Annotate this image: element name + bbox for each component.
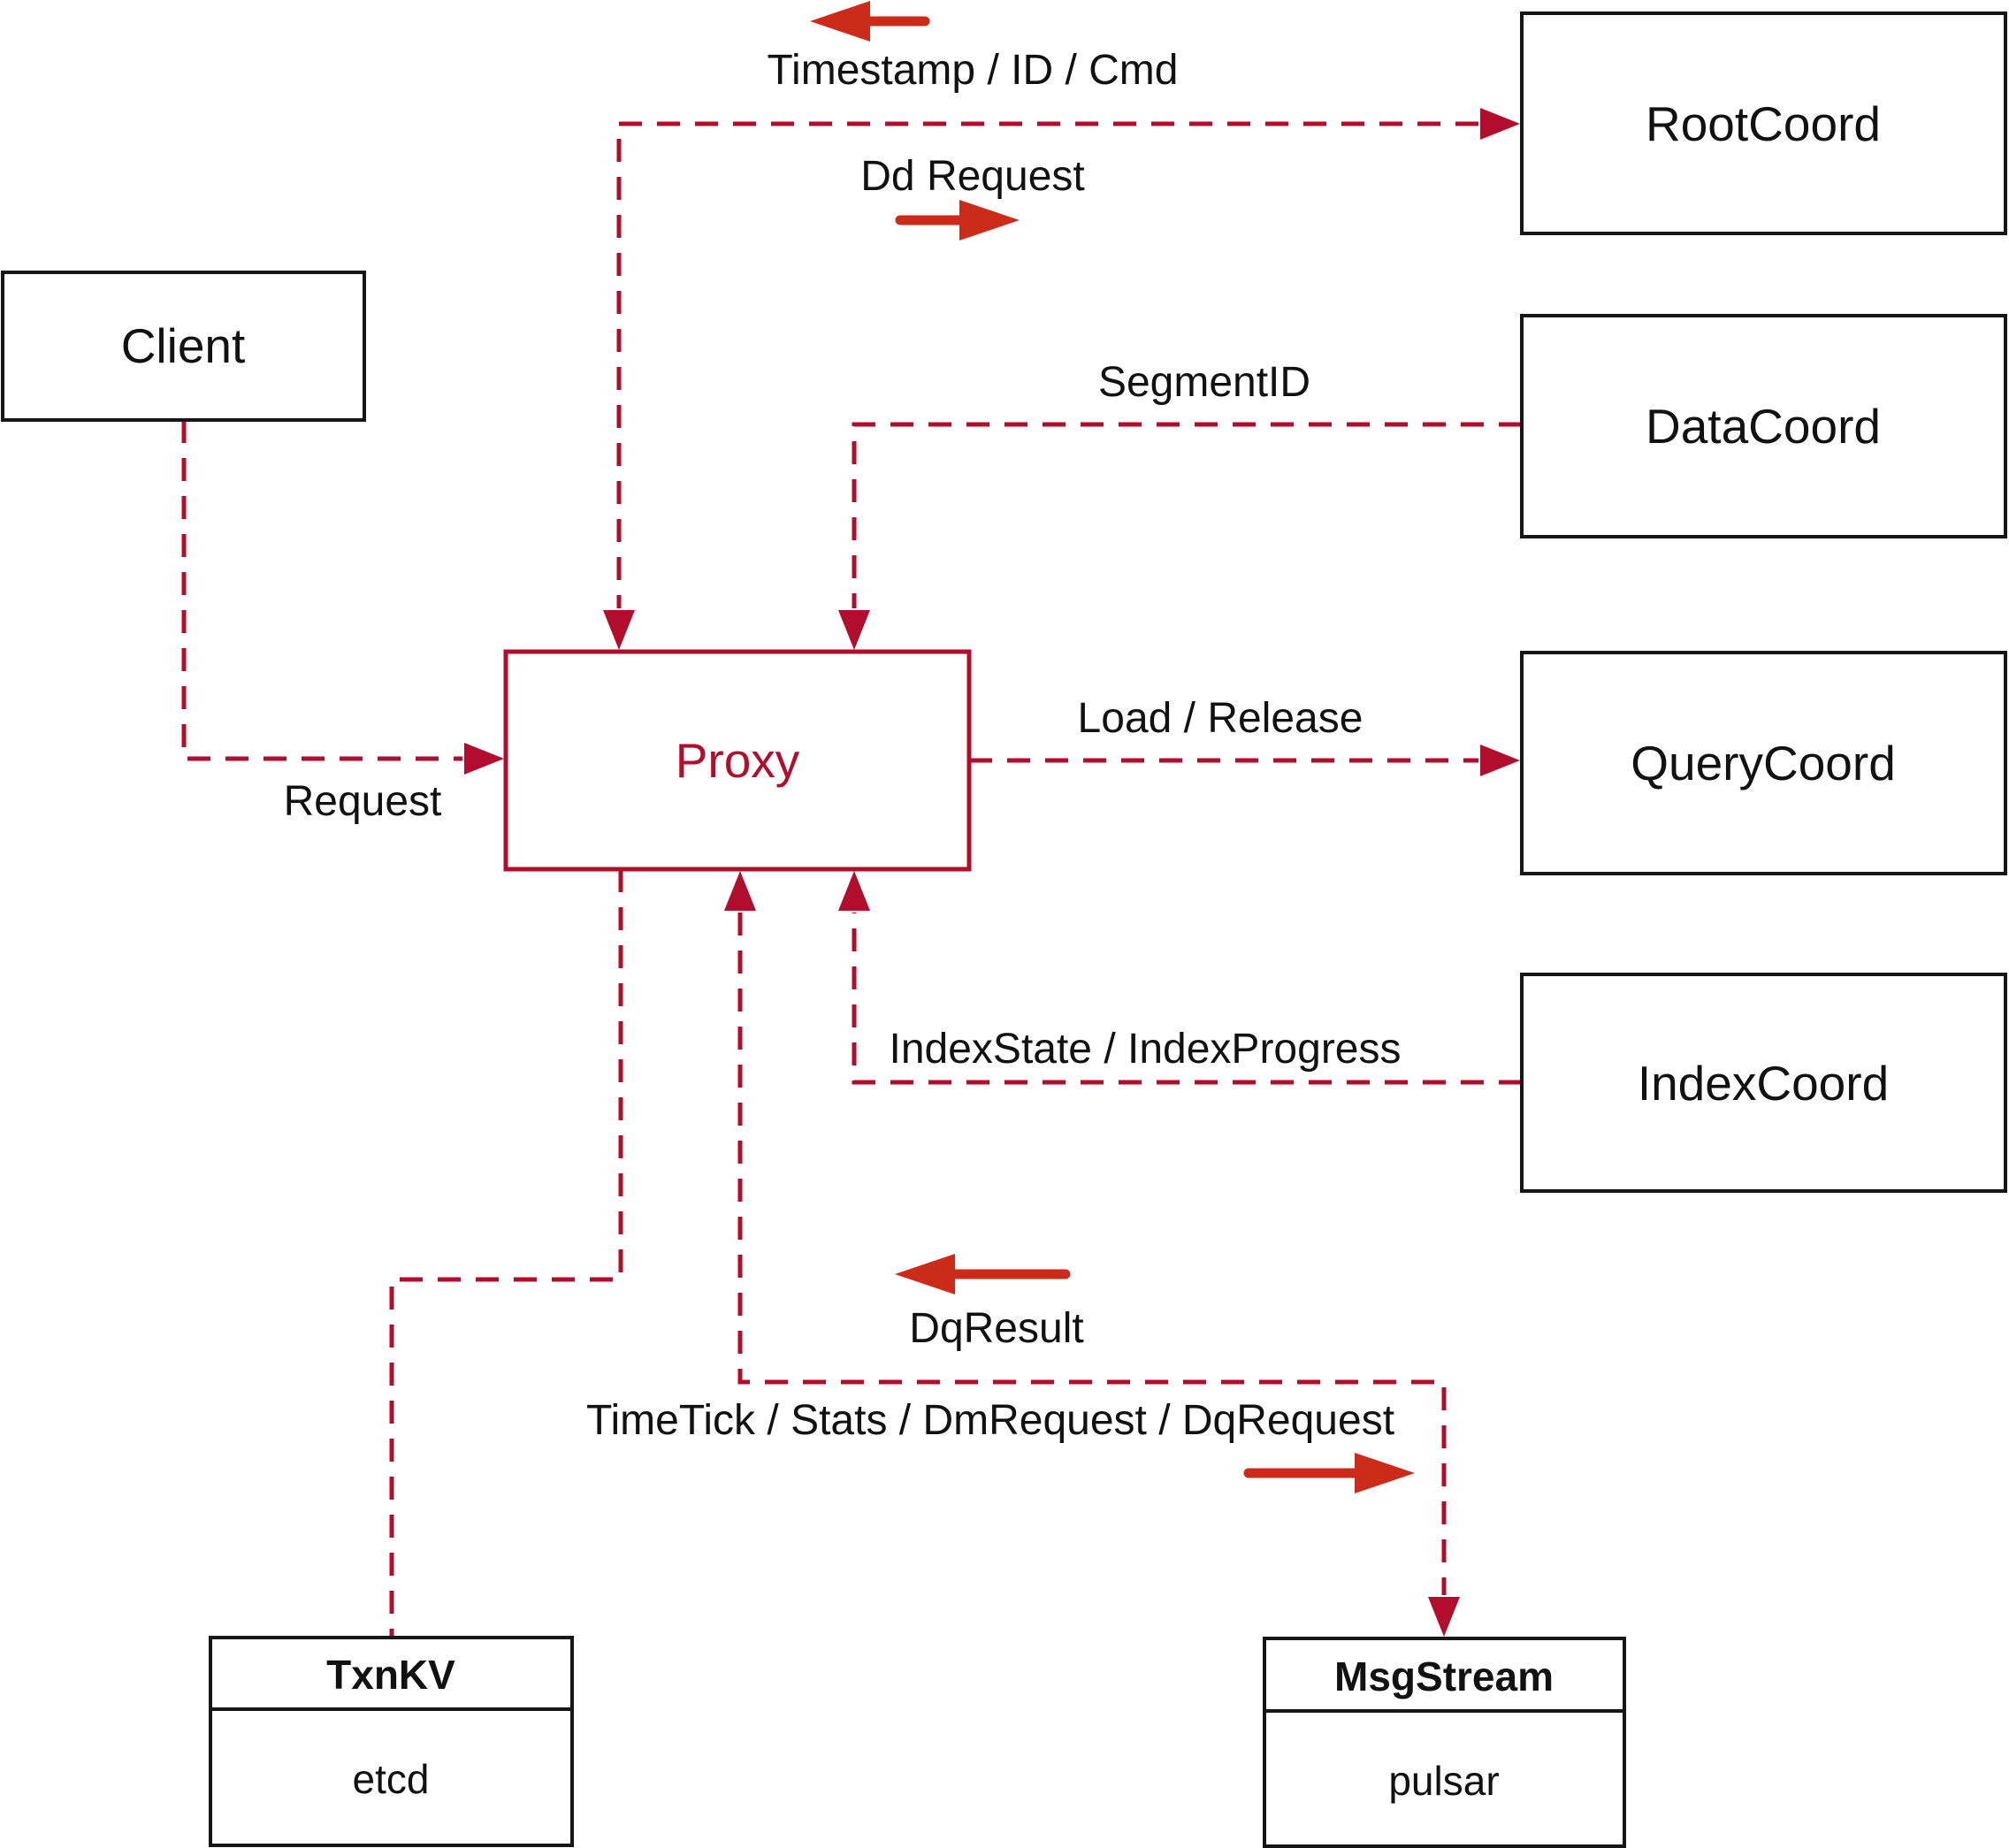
label-indexstate-indexprogress: IndexState / IndexProgress xyxy=(890,1026,1402,1073)
edge-indexcoord-proxy xyxy=(852,913,1522,1085)
edge-labels: Timestamp / ID / Cmd Dd Request SegmentI… xyxy=(284,47,1402,1444)
edges xyxy=(181,108,1522,1638)
arrowhead-into-msgstream-icon xyxy=(1428,1597,1460,1637)
datacoord-box xyxy=(1520,314,2007,538)
client-label: Client xyxy=(121,318,246,373)
node-txnkv: TxnKV etcd xyxy=(209,1636,574,1847)
txnkv-box xyxy=(209,1636,574,1847)
txnkv-title: TxnKV xyxy=(326,1652,455,1698)
arrow-left-dqresult-head-icon xyxy=(895,1254,955,1294)
edge-proxy-msgstream xyxy=(737,913,1447,1595)
arrowhead-into-querycoord-icon xyxy=(1480,745,1520,776)
node-rootcoord: RootCoord xyxy=(1520,11,2007,235)
indexcoord-label: IndexCoord xyxy=(1638,1056,1889,1111)
label-request: Request xyxy=(284,778,442,825)
arrowhead-into-proxy-bottom-left-icon xyxy=(724,871,756,911)
label-segmentid: SegmentID xyxy=(1098,359,1310,406)
querycoord-box xyxy=(1520,651,2007,875)
node-msgstream: MsgStream pulsar xyxy=(1263,1637,1626,1848)
txnkv-impl: etcd xyxy=(353,1756,430,1802)
arrowhead-into-proxy-left-icon xyxy=(464,743,504,775)
label-load-release: Load / Release xyxy=(1078,695,1364,742)
node-querycoord: QueryCoord xyxy=(1520,651,2007,875)
node-proxy: Proxy xyxy=(503,649,972,872)
arrow-right-timetick-head-icon xyxy=(1355,1453,1415,1493)
nodes: Client RootCoord DataCoord QueryCoord In… xyxy=(1,11,2007,1848)
arrowhead-into-proxy-top-right-icon xyxy=(838,610,870,650)
proxy-box xyxy=(503,649,972,872)
arrowhead-into-proxy-top-left-icon xyxy=(603,610,635,650)
label-dd-request: Dd Request xyxy=(860,153,1084,200)
msgstream-box xyxy=(1263,1637,1626,1848)
querycoord-label: QueryCoord xyxy=(1631,736,1896,790)
label-dqresult: DqResult xyxy=(909,1305,1083,1352)
client-box xyxy=(1,271,366,422)
msgstream-title: MsgStream xyxy=(1334,1653,1554,1699)
arrowhead-into-rootcoord-icon xyxy=(1480,108,1520,140)
edge-proxy-rootcoord xyxy=(616,121,1478,608)
node-indexcoord: IndexCoord xyxy=(1520,973,2007,1193)
edge-proxy-txnkv xyxy=(389,869,623,1638)
label-timestamp-id-cmd: Timestamp / ID / Cmd xyxy=(768,47,1179,94)
arrow-left-timestamp-head-icon xyxy=(810,1,870,42)
proxy-label: Proxy xyxy=(676,733,800,788)
node-datacoord: DataCoord xyxy=(1520,314,2007,538)
msgstream-impl: pulsar xyxy=(1388,1758,1499,1804)
datacoord-label: DataCoord xyxy=(1646,399,1881,454)
arrowhead-into-proxy-bottom-right-icon xyxy=(838,871,870,911)
edge-client-proxy xyxy=(181,420,462,761)
direction-arrows xyxy=(810,1,1415,1493)
arrow-right-ddrequest-head-icon xyxy=(959,200,1020,241)
rootcoord-label: RootCoord xyxy=(1646,96,1881,151)
label-timetick-stats: TimeTick / Stats / DmRequest / DqRequest xyxy=(586,1397,1394,1444)
rootcoord-box xyxy=(1520,11,2007,235)
indexcoord-box xyxy=(1520,973,2007,1193)
node-client: Client xyxy=(1,271,366,422)
edge-datacoord-proxy xyxy=(852,422,1522,608)
